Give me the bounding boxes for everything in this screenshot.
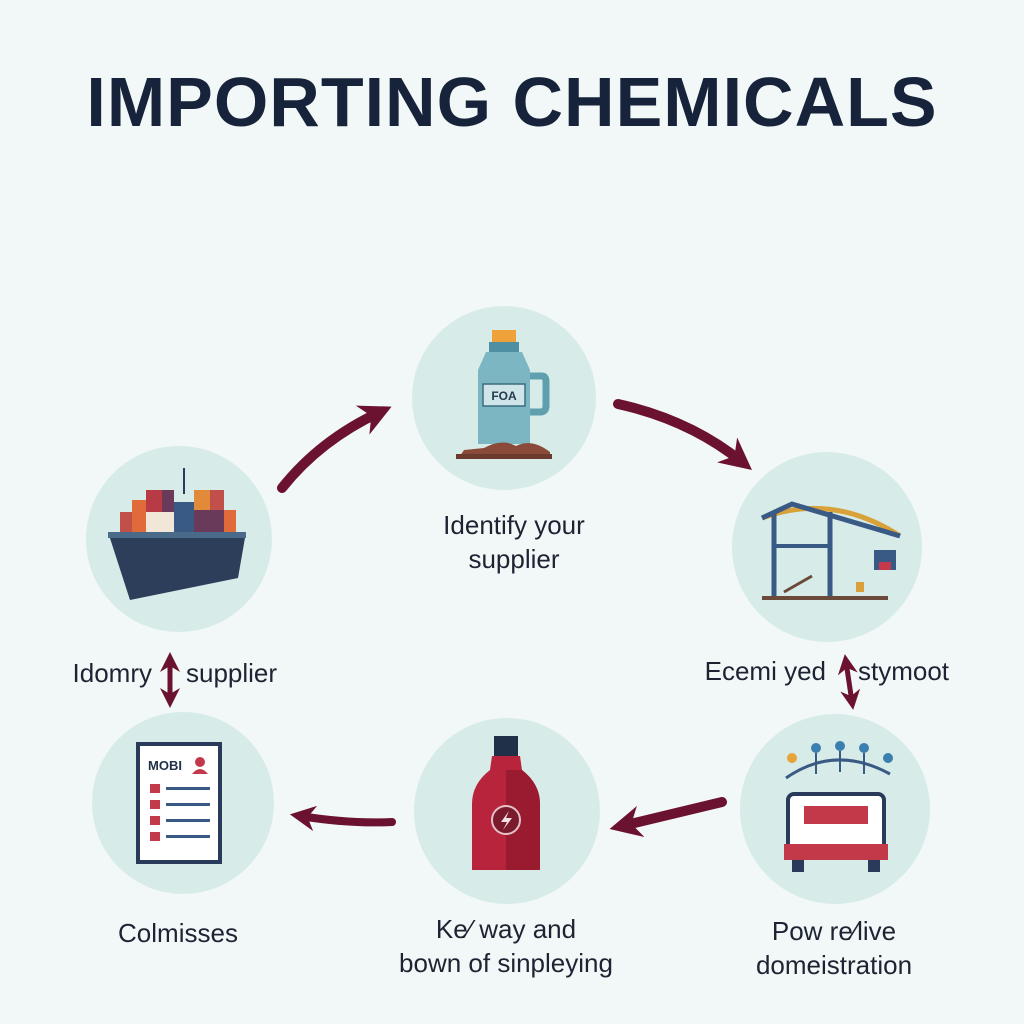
arrow-supplier-to-port <box>613 399 752 471</box>
node-port-circle <box>732 452 922 642</box>
label-port-line2: stymoot <box>858 656 950 686</box>
label-ship-line1: Idomry <box>72 658 152 688</box>
node-truck-circle <box>740 714 930 904</box>
node-labeling-circle <box>414 718 600 904</box>
document-checklist-icon: MOBI <box>136 742 222 864</box>
port-crane-icon <box>760 501 902 600</box>
label-documents: Colmisses <box>118 918 238 948</box>
red-bottle-icon <box>472 736 540 870</box>
label-truck: Pow re⁄live domeistration <box>755 916 913 980</box>
label-supplier: Identify your supplier <box>443 510 585 574</box>
chemical-bottle-icon: FOA <box>456 330 552 459</box>
truck-icon <box>784 741 893 872</box>
label-ship-line2: supplier <box>186 658 278 688</box>
arrow-port-truck-twoway <box>837 654 861 710</box>
page-title: IMPORTING CHEMICALS <box>86 63 938 141</box>
node-documents-circle: MOBI <box>92 712 274 894</box>
node-supplier-circle: FOA <box>412 306 596 490</box>
document-heading-text: MOBI <box>148 758 182 773</box>
bottle-label-text: FOA <box>491 389 517 403</box>
arrow-ship-to-supplier <box>277 405 392 493</box>
node-ship-circle <box>86 446 272 632</box>
arrow-truck-to-labeling <box>609 797 727 838</box>
arrow-labeling-to-documents <box>289 805 396 832</box>
label-labeling: Ke⁄ way and bown of sinpleying <box>399 914 613 978</box>
label-port-line1: Ecemi yed <box>704 656 826 686</box>
cargo-ship-icon <box>108 468 246 600</box>
